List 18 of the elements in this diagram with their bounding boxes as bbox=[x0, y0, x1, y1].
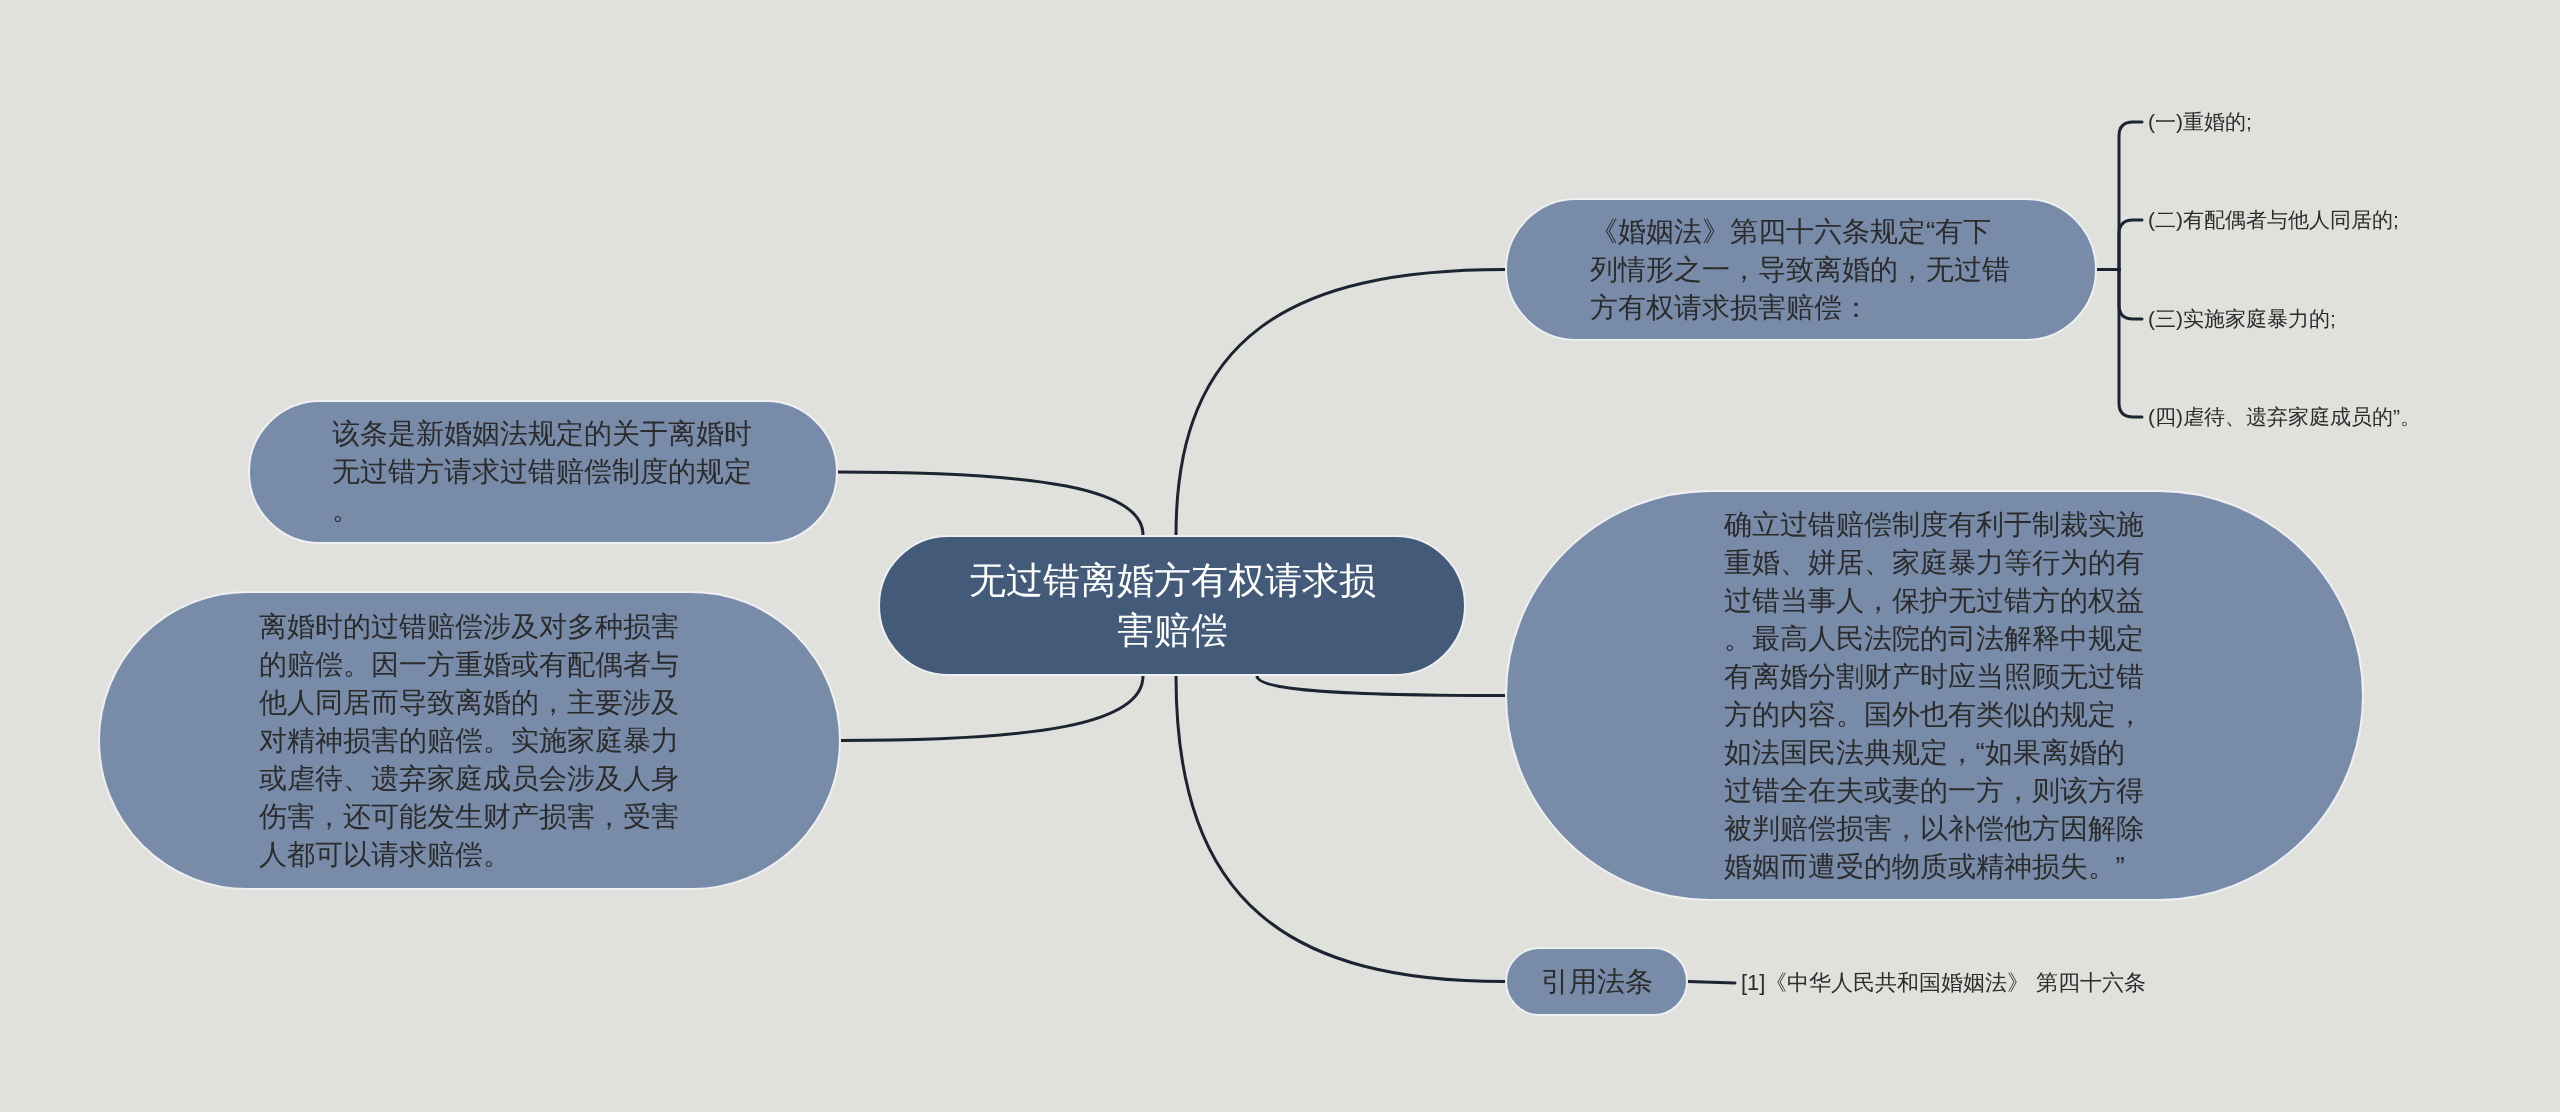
reference-text: [1]《中华人民共和国婚姻法》 第四十六条 bbox=[1735, 966, 2175, 1000]
branch-line bbox=[2095, 268, 2144, 419]
topic-pill: 该条是新婚姻法规定的关于离婚时无过错方请求过错赔偿制度的规定。 bbox=[248, 400, 838, 544]
topic-pill: 《婚姻法》第四十六条规定“有下列情形之一，导致离婚的，无过错方有权请求损害赔偿： bbox=[1505, 198, 2097, 341]
topic-pill: 引用法条 bbox=[1505, 947, 1688, 1016]
list-item-text: (三)实施家庭暴力的; bbox=[2142, 303, 2402, 335]
branch-line bbox=[1174, 674, 1507, 983]
central-topic-pill: 无过错离婚方有权请求损害赔偿 bbox=[878, 535, 1466, 676]
branch-line bbox=[1686, 980, 1737, 985]
topic-pill: 确立过错赔偿制度有利于制裁实施重婚、姘居、家庭暴力等行为的有过错当事人，保护无过错方的权益。最高人民法院的司法解释中规定有离婚分割财产时应当照顾无过错方的内容。国外也有类似的规定，如法国民法典规定，“如果离婚的过错全在夫或妻的一方，则该方得被判赔偿损害，以补偿他方因解除婚姻而遭受的物质或精神损失。” bbox=[1505, 490, 2364, 901]
branch-line bbox=[839, 674, 1145, 742]
branch-line bbox=[836, 470, 1145, 537]
topic-pill: 离婚时的过错赔偿涉及对多种损害的赔偿。因一方重婚或有配偶者与他人同居而导致离婚的，主要涉及对精神损害的赔偿。实施家庭暴力或虐待、遗弃家庭成员会涉及人身伤害，还可能发生财产损害，受害人都可以请求赔偿。 bbox=[98, 591, 841, 890]
branch-line bbox=[1255, 674, 1507, 697]
list-item-text: (二)有配偶者与他人同居的; bbox=[2142, 204, 2442, 236]
branch-line bbox=[1174, 268, 1507, 537]
list-item-text: (四)虐待、遗弃家庭成员的”。 bbox=[2142, 401, 2472, 433]
list-item-text: (一)重婚的; bbox=[2142, 106, 2382, 138]
